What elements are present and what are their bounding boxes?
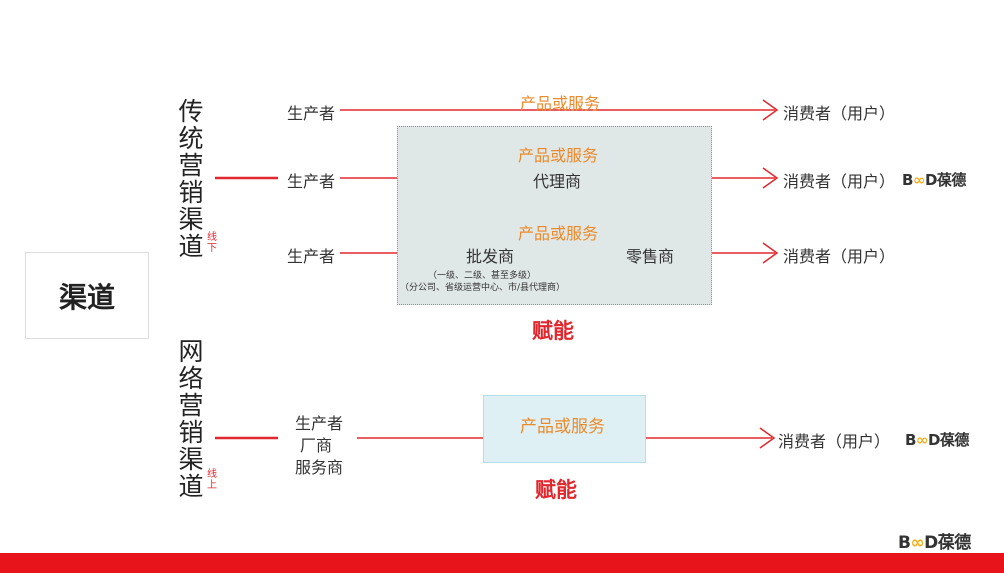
intermediary-box bbox=[397, 126, 712, 305]
wholesaler-note-1: （一级、二级、甚至多级） bbox=[428, 271, 537, 281]
footer-bar bbox=[0, 553, 1004, 573]
online-source-2: 厂商 bbox=[300, 436, 333, 455]
consumer-2: 消费者（用户） bbox=[783, 172, 896, 191]
product-label-2: 产品或服务 bbox=[518, 146, 599, 165]
wholesaler: 批发商 bbox=[466, 247, 515, 266]
online-source-3: 服务商 bbox=[295, 458, 344, 477]
product-label-1: 产品或服务 bbox=[520, 94, 601, 113]
online-source-1: 生产者 bbox=[295, 414, 344, 433]
producer-1: 生产者 bbox=[287, 104, 336, 123]
empower-label-1: 赋能 bbox=[532, 319, 574, 343]
retailer: 零售商 bbox=[626, 247, 675, 266]
traditional-label: 传统营销渠道 bbox=[178, 97, 204, 261]
online-tag: 线上 bbox=[207, 469, 217, 491]
producer-3: 生产者 bbox=[287, 247, 336, 266]
product-label-3: 产品或服务 bbox=[518, 224, 599, 243]
consumer-4: 消费者（用户） bbox=[778, 432, 891, 451]
wholesaler-note-2: （分公司、省级运营中心、市/县代理商） bbox=[400, 283, 566, 293]
logo-footer: B∞D葆德 bbox=[898, 533, 971, 553]
logo-1: B∞D葆德 bbox=[902, 171, 966, 189]
consumer-3: 消费者（用户） bbox=[783, 247, 896, 266]
online-label: 网络营销渠道 bbox=[178, 337, 204, 501]
product-label-4: 产品或服务 bbox=[520, 417, 605, 437]
consumer-1: 消费者（用户） bbox=[783, 104, 896, 123]
offline-tag: 线下 bbox=[207, 232, 217, 254]
online-product-box bbox=[483, 395, 646, 463]
logo-2: B∞D葆德 bbox=[905, 431, 969, 449]
producer-2: 生产者 bbox=[287, 172, 336, 191]
agent: 代理商 bbox=[533, 172, 582, 191]
empower-label-2: 赋能 bbox=[535, 478, 577, 502]
channel-box: 渠道 bbox=[25, 252, 149, 339]
